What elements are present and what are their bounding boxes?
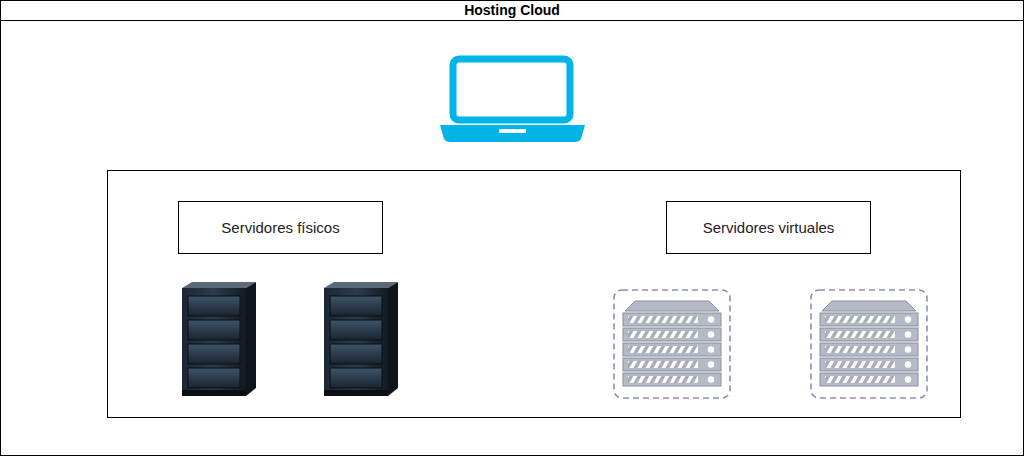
group-label: Servidores físicos [221, 219, 339, 236]
group-label-box: Servidores virtuales [666, 201, 871, 254]
laptop-icon [440, 59, 585, 142]
physical-server [182, 282, 256, 396]
virtual-server [614, 290, 730, 398]
virtual-server [811, 290, 927, 398]
group-label-box: Servidores físicos [178, 201, 383, 254]
physical-server [324, 282, 398, 396]
container-title: Hosting Cloud [1, 1, 1023, 21]
inner-frame [108, 171, 961, 418]
group-label: Servidores virtuales [703, 219, 835, 236]
